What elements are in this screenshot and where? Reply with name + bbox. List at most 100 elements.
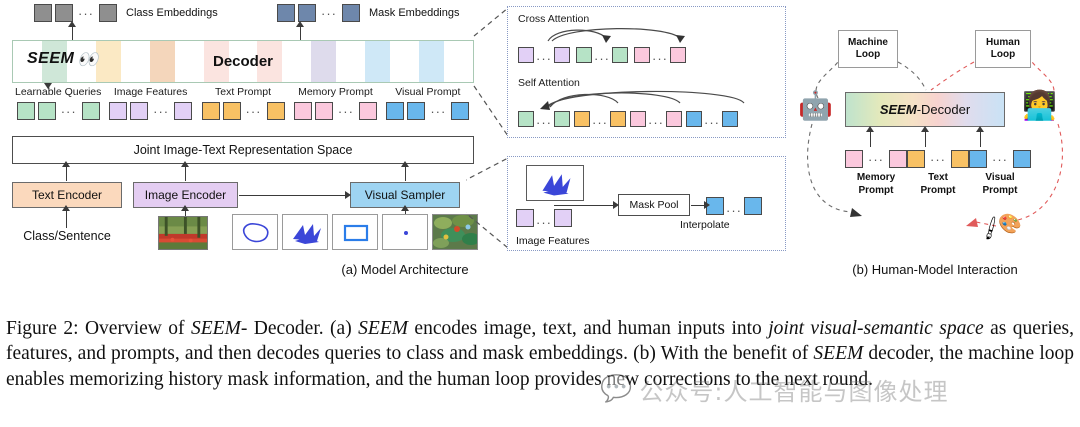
token-square: [907, 150, 925, 168]
token-group-label: Image Features: [113, 86, 188, 98]
token-square: [386, 102, 405, 120]
token-square-run: ···: [706, 197, 762, 220]
token-square-run: ···: [518, 111, 570, 132]
sampler-image-feature-row: ···: [516, 209, 572, 232]
input-token-groups: Learnable Queries···Image Features···Tex…: [12, 86, 474, 134]
token-square-run: ···: [576, 47, 628, 68]
image-features-label: Image Features: [516, 235, 590, 247]
stroke-input-thumbnail: [526, 165, 584, 201]
self-attention-token-row: ············: [518, 111, 739, 132]
ellipsis-dots: ···: [726, 203, 742, 218]
visual-sampler-detail-panel: ··· Image Features Mask Pool Interpolate…: [507, 156, 786, 251]
token-square-run: ···: [630, 111, 682, 132]
caption-joint-space: joint visual-semantic space: [768, 317, 984, 339]
token-square-run: ···: [109, 102, 193, 120]
caption-t2: encodes image, text, and human inputs in…: [407, 317, 769, 339]
decoder-stripe: [120, 41, 150, 82]
token-square: [634, 47, 650, 63]
decoder-stripe: [390, 41, 420, 82]
token-square: [889, 150, 907, 168]
joint-representation-space: Joint Image-Text Representation Space: [12, 136, 474, 164]
person-with-laptop-icon: 👩‍💻: [1022, 90, 1057, 121]
token-square-run: ···: [293, 102, 377, 120]
token-square: [518, 111, 534, 127]
token-square: [201, 102, 220, 120]
decoder-bar: Decoder SEEM 👀: [12, 40, 474, 83]
token-square: [554, 209, 572, 227]
caption-prefix: Figure 2: Overview of: [6, 317, 191, 339]
arrow-class-sentence-up: [60, 205, 73, 228]
arrow-decoder-to-mask-embeddings: [294, 21, 307, 40]
ellipsis-dots: ···: [337, 103, 354, 119]
ellipsis-dots: ···: [430, 103, 447, 119]
decoder-stripe-background: [13, 41, 473, 82]
embeddings-legend: ··· Class Embeddings ··· Mask Embeddings: [34, 4, 474, 28]
seem-decoder-suffix: -Decoder: [916, 102, 971, 117]
class-embedding-square: [34, 4, 52, 22]
mask-pool-box: Mask Pool: [618, 194, 690, 216]
ellipsis-dots: ···: [536, 51, 552, 66]
token-square: [407, 102, 426, 120]
decoder-title: Decoder: [212, 53, 274, 70]
cross-attention-arrows: [547, 28, 685, 43]
token-square: [630, 111, 646, 127]
arrow-mask-pool-to-output: [691, 199, 710, 211]
arrow-memory-prompt-up: [864, 126, 877, 147]
token-square: [516, 209, 534, 227]
token-square: [109, 102, 128, 120]
token-square: [554, 111, 570, 127]
machine-loop-line2: Loop: [855, 49, 881, 60]
ellipsis-dots: ···: [78, 5, 94, 21]
legend-mask-label: Mask Embeddings: [369, 7, 460, 19]
decoder-stripe: [13, 41, 42, 82]
ellipsis-dots: ···: [868, 151, 884, 167]
token-square: [1013, 150, 1031, 168]
decoder-stripe: [257, 41, 283, 82]
token-square-run: ···: [574, 111, 626, 132]
class-sentence-label: Class/Sentence: [23, 229, 111, 243]
arrow-visual-sampler-up: [399, 161, 412, 181]
caption-t1: - Decoder. (a): [240, 317, 359, 339]
artist-palette-icon: 🎨: [998, 214, 1022, 235]
token-square: [358, 102, 377, 120]
prompt-label-line2: Prompt: [920, 184, 956, 196]
token-square: [686, 111, 702, 127]
token-square-run: ···: [516, 209, 572, 232]
token-group-learnable-queries: Learnable Queries···: [12, 86, 104, 134]
sampler-output-row: ···: [706, 197, 762, 220]
ellipsis-dots: ···: [245, 103, 262, 119]
arrow-input-to-mask-pool: [554, 199, 619, 211]
token-group-visual-prompt: Visual Prompt ···: [382, 86, 474, 134]
arrow-input-image-up: [179, 205, 192, 218]
token-square: [722, 111, 738, 127]
decoder-stripe: [228, 41, 258, 82]
caption-t3: as queries, features, and prompts, and t…: [6, 317, 1074, 365]
ellipsis-dots: ···: [594, 51, 610, 66]
panel-a-caption: (a) Model Architecture: [341, 262, 469, 277]
robot-icon: 🤖: [798, 90, 833, 121]
token-square: [451, 102, 470, 120]
stroke-mask-icon: [282, 214, 328, 250]
mask-embedding-square: [277, 4, 295, 22]
decoder-stripe: [282, 41, 312, 82]
visual-sampler-box: Visual Sampler: [350, 182, 460, 208]
token-group-label: Visual Prompt: [395, 86, 461, 98]
ellipsis-dots: ···: [930, 151, 946, 167]
arrow-text-prompt-up: [919, 126, 932, 147]
human-loop-line2: Loop: [990, 49, 1016, 60]
decoder-stripe: [419, 41, 445, 82]
attention-detail-panel: Cross Attention ········· Self Attention…: [507, 6, 786, 138]
caption-seem-2: SEEM: [358, 317, 408, 339]
panel-b-human-model-interaction: Machine Loop Human Loop 🤖 👩‍💻 SEEM-Decod…: [790, 0, 1080, 292]
decoder-stripe: [336, 41, 366, 82]
mask-embedding-square: [342, 4, 360, 22]
arrow-decoder-to-class-embeddings: [66, 21, 79, 40]
ellipsis-dots: ···: [153, 103, 170, 119]
arrow-text-encoder-up: [60, 161, 73, 181]
